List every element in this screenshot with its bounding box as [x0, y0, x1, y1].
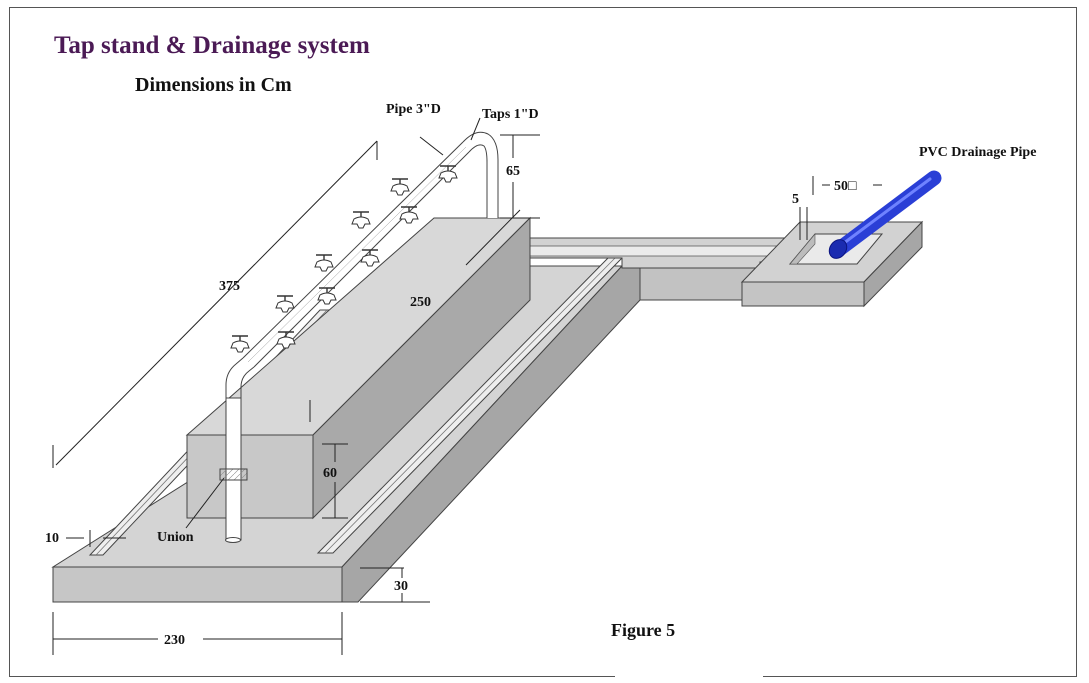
- tap: [351, 211, 371, 229]
- riser-pipe: [219, 357, 255, 543]
- dim-length: 375: [219, 279, 240, 294]
- dim-platform-length: 250: [410, 295, 431, 310]
- tap: [276, 331, 296, 349]
- union-label: Union: [157, 530, 194, 545]
- main-pipe: [242, 131, 499, 368]
- drain-channel-to-pit: [529, 237, 801, 301]
- pit-front: [741, 281, 865, 307]
- tap: [399, 206, 419, 224]
- diagram-title: Tap stand & Drainage system: [54, 32, 370, 59]
- pvc-pipe-label: PVC Drainage Pipe: [919, 145, 1036, 160]
- taps-label: Taps 1"D: [482, 107, 539, 122]
- platform-side: [312, 216, 531, 520]
- raised-platform: [185, 216, 532, 520]
- slab-front: [52, 566, 343, 603]
- tap: [230, 335, 250, 353]
- platform-front: [186, 434, 314, 519]
- union-fitting: [219, 468, 248, 481]
- pit-side: [863, 220, 923, 308]
- tap: [314, 254, 334, 272]
- dim-channel-width: 10: [45, 531, 59, 546]
- figure-caption: Figure 5: [611, 620, 676, 640]
- tap: [275, 295, 295, 313]
- leader-lines: [185, 117, 481, 529]
- soak-pit: [740, 220, 924, 308]
- dim-width: 230: [164, 633, 185, 648]
- dimension-lines: [52, 134, 882, 655]
- pipe-label: Pipe 3"D: [386, 102, 441, 117]
- tap: [360, 249, 380, 267]
- tap: [390, 178, 410, 196]
- frame-gap: [615, 672, 763, 682]
- dim-pit-width: 50□: [834, 179, 857, 194]
- dim-block-height: 60: [323, 466, 337, 481]
- pvc-pipe-outlet: [828, 239, 848, 259]
- diagram-subtitle: Dimensions in Cm: [135, 74, 292, 96]
- dim-pit-wall: 5: [792, 192, 799, 207]
- dim-riser-height: 65: [506, 164, 520, 179]
- dim-slab-thickness: 30: [394, 579, 408, 594]
- tap: [317, 287, 337, 305]
- pvc-drainage-pipe: [828, 170, 942, 259]
- diagram-frame: [9, 7, 1077, 677]
- tap: [438, 165, 458, 183]
